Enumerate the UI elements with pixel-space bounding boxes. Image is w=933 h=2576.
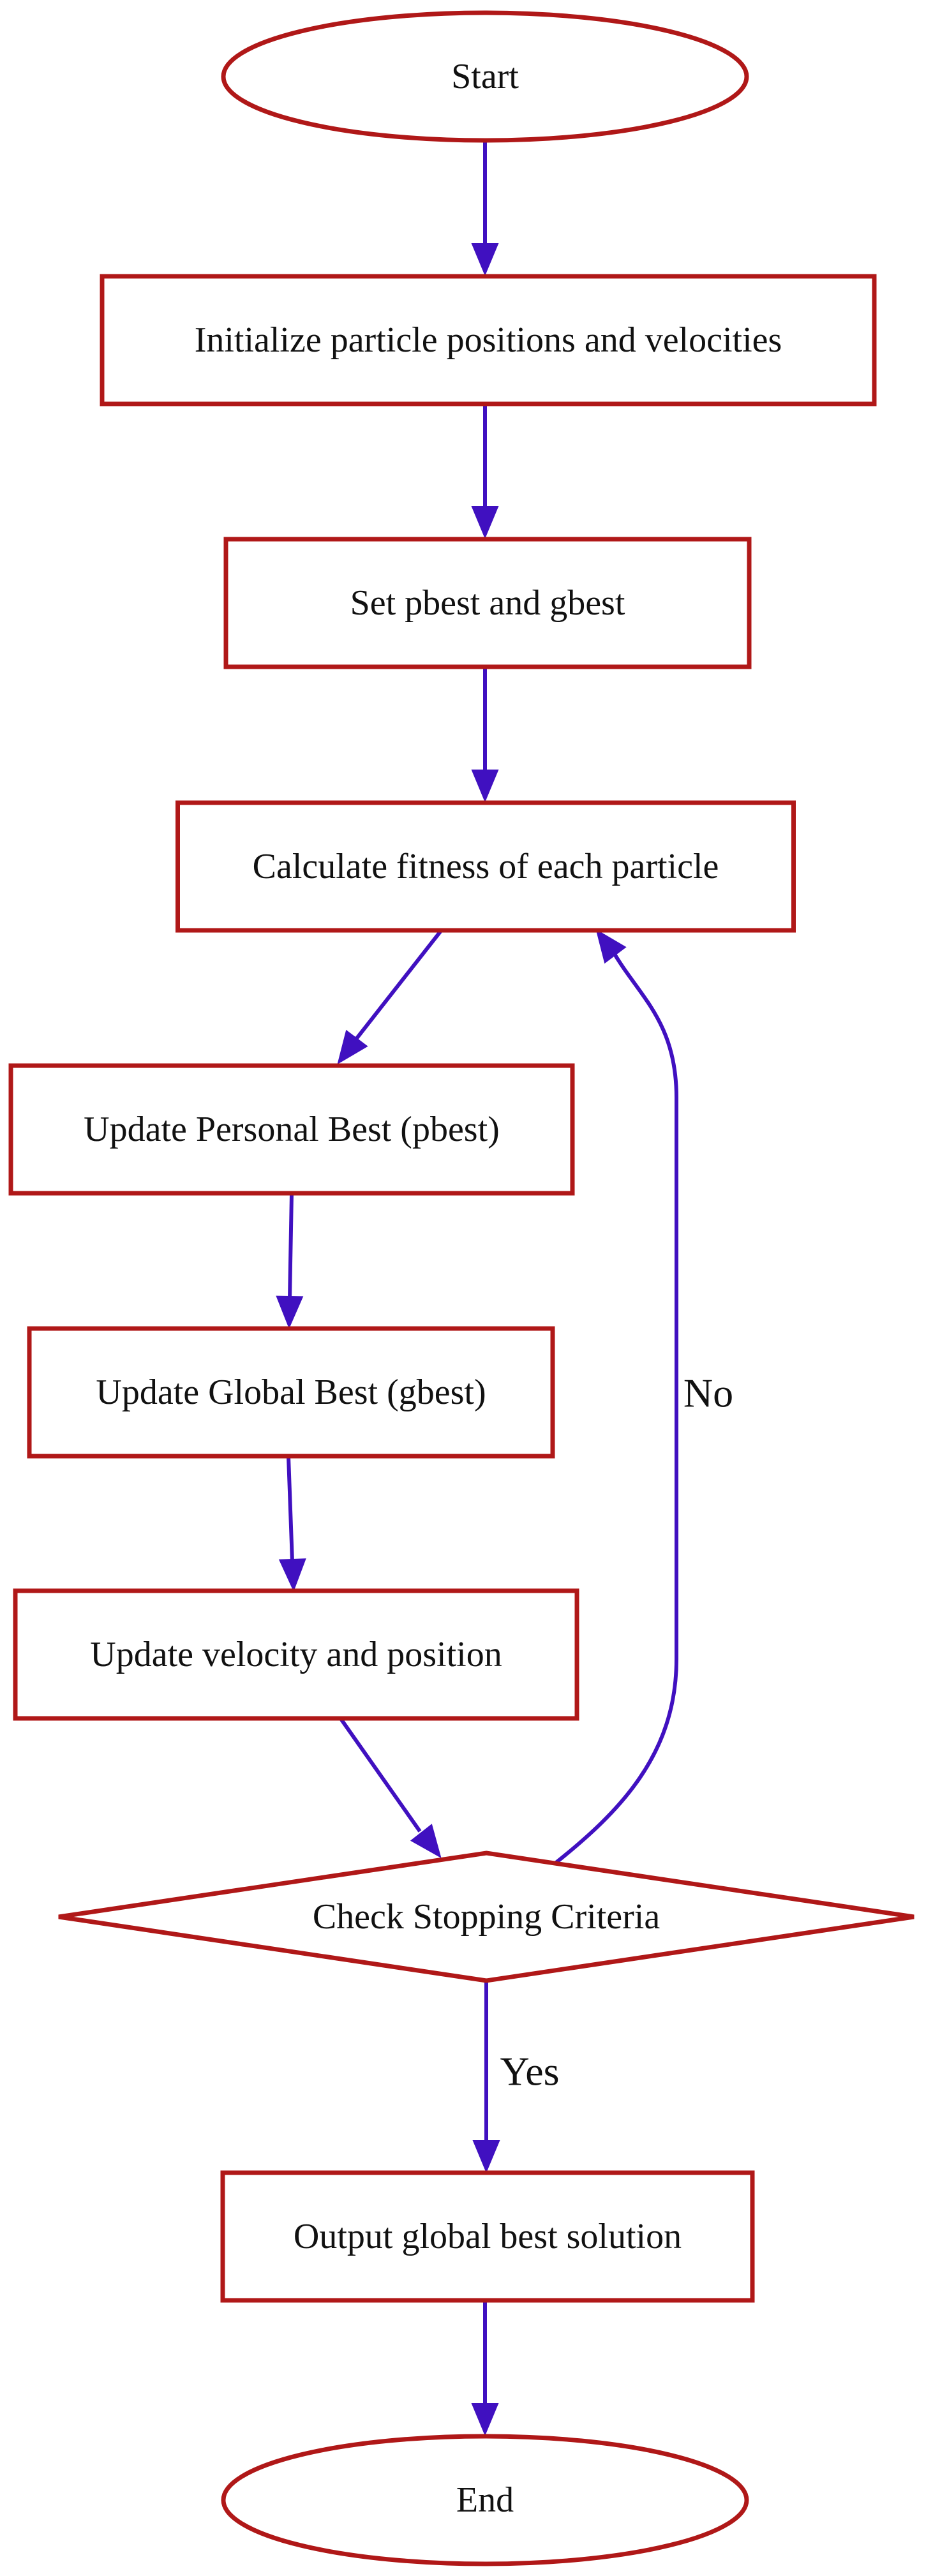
rect-shape <box>220 2170 755 2303</box>
edge-output-to-end <box>471 2301 499 2436</box>
edge-line <box>340 1718 422 1833</box>
node-output: Output global best solution <box>220 2170 755 2303</box>
node-set-best: Set pbest and gbest <box>223 537 752 669</box>
node-end: End <box>221 2434 749 2566</box>
rect-shape <box>13 1588 579 1721</box>
arrow-head <box>471 243 499 276</box>
node-label: Start <box>451 57 519 96</box>
rect-shape <box>8 1063 575 1196</box>
node-fitness: Calculate fitness of each particle <box>175 800 796 933</box>
node-label: Initialize particle positions and veloci… <box>195 320 782 360</box>
edge-label-no: No <box>683 1371 733 1416</box>
node-label: Update velocity and position <box>90 1635 502 1674</box>
node-label: Output global best solution <box>294 2217 682 2256</box>
arrow-head <box>472 2140 500 2173</box>
edge-update-pbest-to-update-gbest <box>276 1193 304 1329</box>
edge-check-to-fitness: No <box>554 928 733 1865</box>
arrow-head <box>471 770 499 803</box>
edge-set-best-to-fitness <box>471 667 499 803</box>
arrow-head <box>471 506 499 539</box>
node-update-pbest: Update Personal Best (pbest) <box>8 1063 575 1196</box>
edge-check-to-output: Yes <box>472 1982 560 2173</box>
edge-label-yes: Yes <box>500 2049 559 2094</box>
node-update-vel: Update velocity and position <box>13 1588 579 1721</box>
node-start: Start <box>221 10 749 143</box>
edge-init-to-set-best <box>471 405 499 539</box>
rect-shape <box>27 1326 555 1459</box>
arrow-head <box>276 1295 304 1329</box>
arrow-head <box>278 1558 306 1592</box>
rect-shape <box>100 274 877 406</box>
node-label: End <box>456 2480 514 2520</box>
edge-fitness-to-update-pbest <box>337 930 442 1065</box>
ellipse-shape <box>221 10 749 143</box>
edge-update-gbest-to-update-vel <box>278 1456 306 1592</box>
ellipse-shape <box>221 2434 749 2566</box>
edge-start-to-init <box>471 142 499 276</box>
diamond-shape <box>58 1850 914 1983</box>
node-label: Update Global Best (gbest) <box>96 1373 486 1412</box>
node-label: Update Personal Best (pbest) <box>84 1110 500 1149</box>
edge-line <box>287 1456 294 1563</box>
arrow-head <box>595 928 627 964</box>
edge-line <box>288 1193 294 1300</box>
node-update-gbest: Update Global Best (gbest) <box>27 1326 555 1459</box>
node-init: Initialize particle positions and veloci… <box>100 274 877 406</box>
arrow-head <box>471 2403 499 2436</box>
rect-shape <box>175 800 796 933</box>
node-label: Set pbest and gbest <box>350 583 625 623</box>
edge-update-vel-to-check <box>340 1718 442 1859</box>
node-check: Check Stopping Criteria <box>58 1850 914 1983</box>
rect-shape <box>223 537 752 669</box>
node-label: Check Stopping Criteria <box>313 1897 661 1937</box>
edge-line <box>353 930 442 1042</box>
edge-line <box>554 949 678 1865</box>
arrow-head <box>337 1029 368 1065</box>
arrow-head <box>410 1824 442 1859</box>
node-label: Calculate fitness of each particle <box>253 847 719 886</box>
